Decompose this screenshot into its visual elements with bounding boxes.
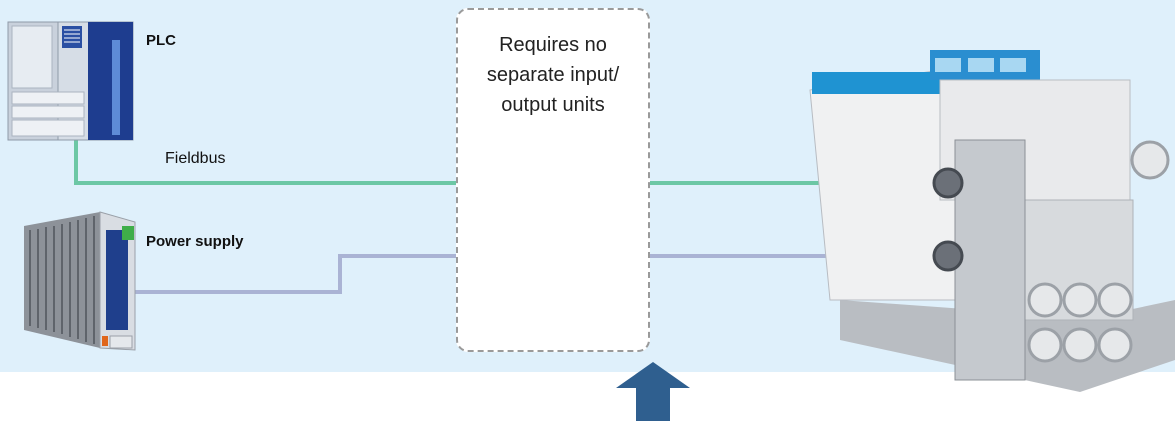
plc-label: PLC bbox=[146, 32, 176, 49]
callout-line: separate input/ bbox=[486, 64, 620, 86]
valve-manifold-icon bbox=[809, 50, 1175, 392]
callout-text: Requires no separate input/ output units bbox=[458, 30, 648, 120]
callout-line: output units bbox=[501, 94, 605, 116]
callout-line: Requires no bbox=[499, 34, 607, 56]
fieldbus-line bbox=[74, 138, 960, 185]
power-supply-icon bbox=[24, 211, 136, 351]
plc-icon bbox=[7, 21, 134, 141]
up-arrow-icon bbox=[616, 362, 690, 421]
fieldbus-label: Fieldbus bbox=[165, 150, 226, 167]
callout-box: Requires no separate input/ output units bbox=[456, 8, 650, 352]
power-supply-label: Power supply bbox=[146, 233, 244, 250]
